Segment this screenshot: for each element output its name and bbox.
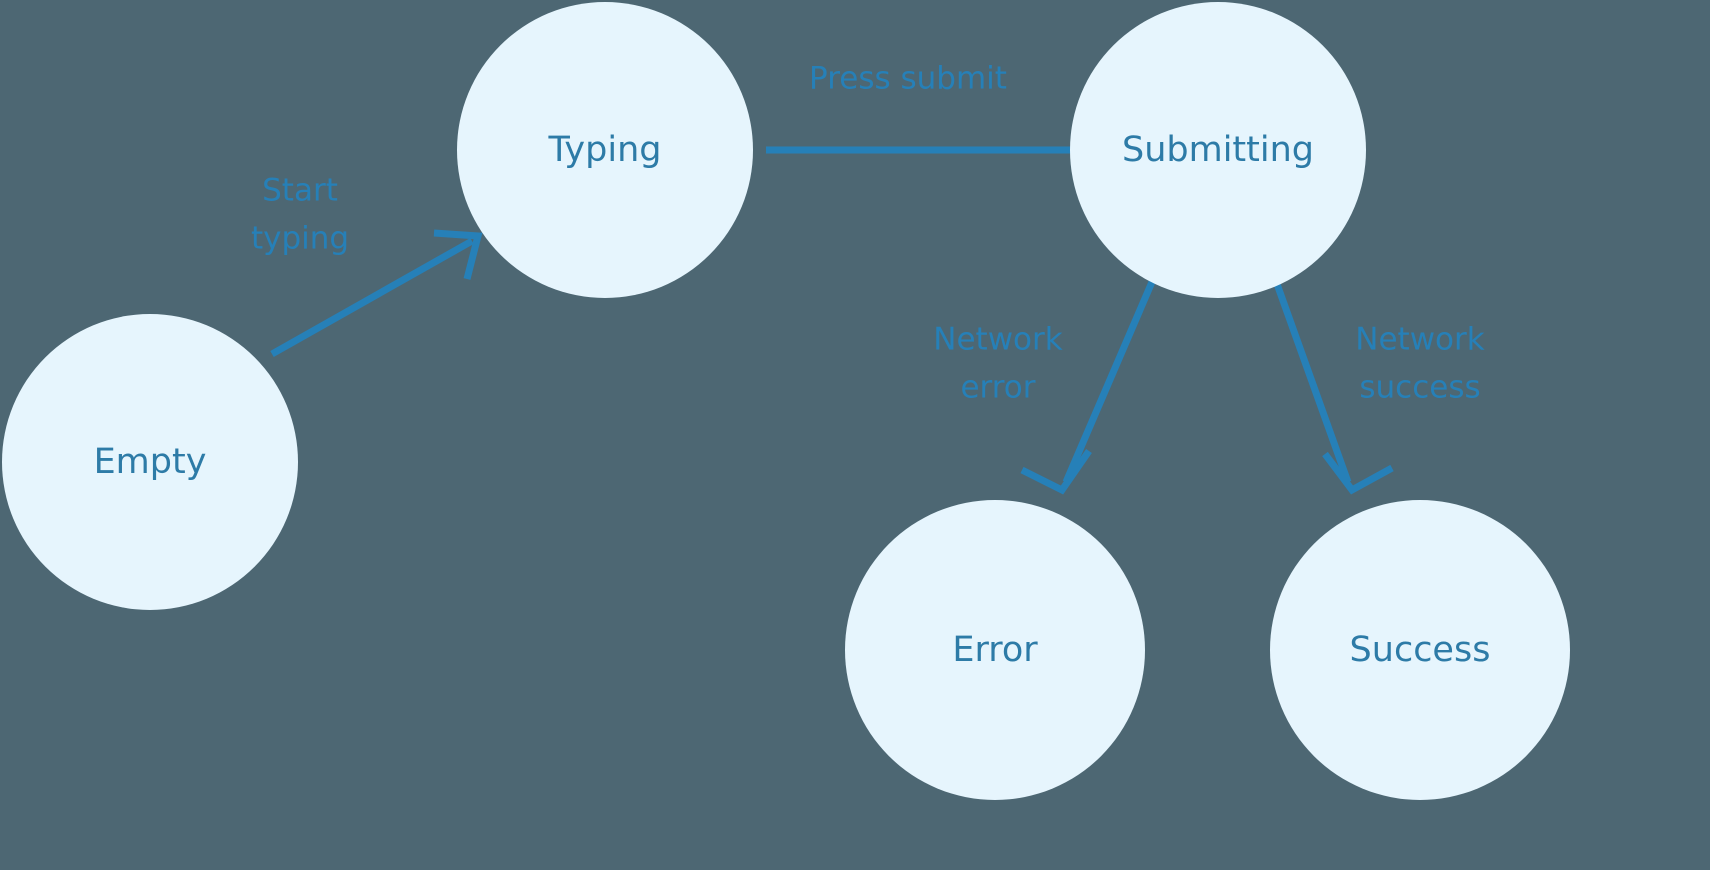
node-error-label: Error <box>952 630 1038 670</box>
edge-submitting-to-success-arrowhead <box>1322 451 1394 495</box>
edge-submitting-to-error-arrowhead <box>1020 449 1092 495</box>
edge-label-network-success-line2: success <box>1359 370 1480 406</box>
edge-label-start-typing-line1: Start <box>262 173 338 209</box>
edge-label-network-success-line1: Network <box>1355 322 1484 358</box>
edge-empty-to-typing <box>270 229 483 358</box>
edge-label-network-error: Network error <box>933 322 1062 406</box>
node-error[interactable]: Error <box>845 500 1145 800</box>
node-submitting[interactable]: Submitting <box>1070 2 1366 298</box>
node-typing-circle[interactable] <box>457 2 753 298</box>
edge-submitting-to-error <box>1020 280 1156 495</box>
node-empty-label: Empty <box>94 442 207 482</box>
node-empty[interactable]: Empty <box>2 314 298 610</box>
edge-submitting-to-error-line <box>1062 280 1156 484</box>
node-success-label: Success <box>1350 630 1491 670</box>
edge-submitting-to-success <box>1273 282 1394 495</box>
node-error-circle[interactable] <box>845 500 1145 800</box>
edge-empty-to-typing-line <box>270 237 474 358</box>
node-success-circle[interactable] <box>1270 500 1570 800</box>
edge-empty-to-typing-arrowhead <box>433 229 483 280</box>
node-submitting-circle[interactable] <box>1070 2 1366 298</box>
edge-label-network-error-line1: Network <box>933 322 1062 358</box>
node-typing[interactable]: Typing <box>457 2 753 298</box>
edge-submitting-to-success-line <box>1273 282 1352 484</box>
edge-label-start-typing: Start typing <box>251 173 349 257</box>
edge-label-press-submit: Press submit <box>809 61 1007 97</box>
node-success[interactable]: Success <box>1270 500 1570 800</box>
edge-label-press-submit-line1: Press submit <box>809 61 1007 97</box>
node-typing-label: Typing <box>548 130 662 170</box>
edge-label-network-error-line2: error <box>960 370 1035 406</box>
node-submitting-label: Submitting <box>1122 130 1314 170</box>
edge-label-start-typing-line2: typing <box>251 221 349 257</box>
edge-label-network-success: Network success <box>1355 322 1484 406</box>
node-empty-circle[interactable] <box>2 314 298 610</box>
